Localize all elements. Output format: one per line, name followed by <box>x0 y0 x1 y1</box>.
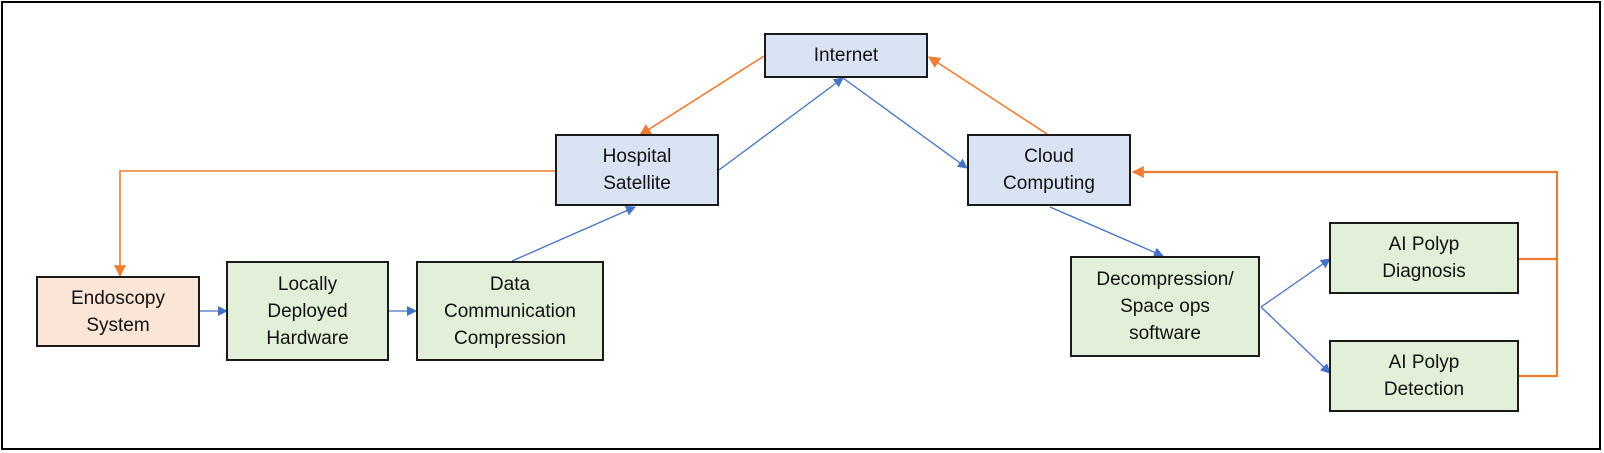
arrow-cloud-to-decompression <box>1049 206 1164 258</box>
ai-polyp-detection-node: AI Polyp Detection <box>1329 340 1519 412</box>
data-communication-compression-node: Data Communication Compression <box>416 261 604 361</box>
hospital-satellite-node: Hospital Satellite <box>555 134 719 206</box>
ai-polyp-diagnosis-node: AI Polyp Diagnosis <box>1329 222 1519 294</box>
arrow-internet-to-satellite <box>638 55 765 136</box>
arrow-cloud-to-internet <box>927 56 1048 135</box>
cloud-computing-node: Cloud Computing <box>967 134 1131 206</box>
arrow-decompression-to-diagnosis <box>1260 258 1331 308</box>
internet-node: Internet <box>764 33 928 78</box>
arrow-ai-results-to-cloud <box>1131 166 1559 261</box>
arrow-satellite-to-endoscopy <box>114 170 555 278</box>
arrow-compression-to-satellite <box>511 206 636 262</box>
arrow-internet-to-cloud <box>842 77 968 169</box>
endoscopy-system-node: Endoscopy System <box>36 276 200 347</box>
arrow-detection-results-join <box>1519 259 1559 378</box>
locally-deployed-hardware-node: Locally Deployed Hardware <box>226 261 389 361</box>
arrow-satellite-to-internet <box>718 77 844 171</box>
arrow-decompression-to-detection <box>1260 306 1331 374</box>
decompression-software-node: Decompression/ Space ops software <box>1070 256 1260 357</box>
